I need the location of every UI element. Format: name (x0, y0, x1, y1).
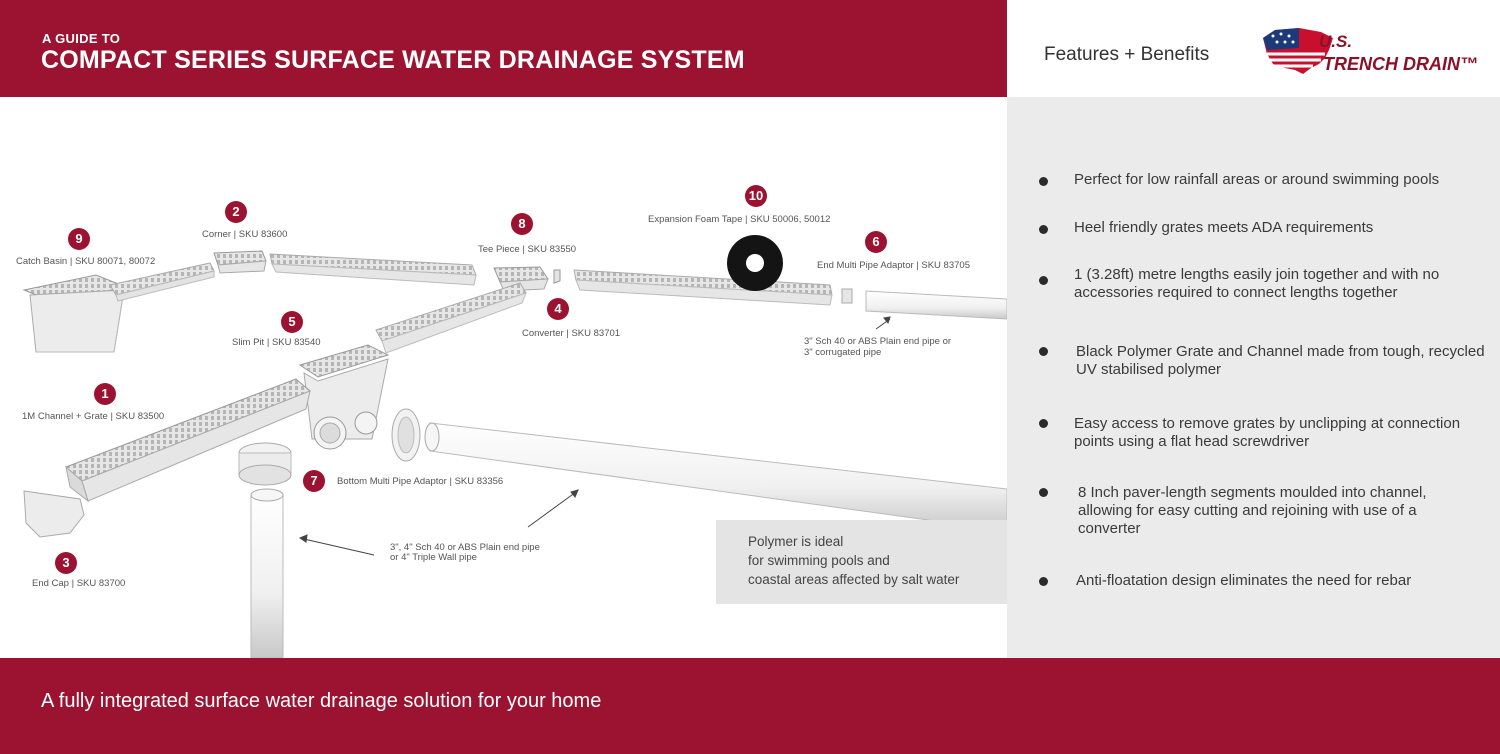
expansion-foam-tape (727, 235, 783, 291)
feature-text: 8 Inch paver-length segments moulded int… (1078, 484, 1427, 537)
end-pipe-note-line2: 3" corrugated pipe (804, 347, 882, 358)
feature-text: Black Polymer Grate and Channel made fro… (1076, 343, 1485, 378)
callout-number-1: 1 (94, 383, 116, 405)
callout-number-4: 4 (547, 298, 569, 320)
channel-tee-end (573, 269, 833, 306)
catch-basin (22, 274, 128, 353)
callout-number-8: 8 (511, 213, 533, 235)
features-panel: Perfect for low rainfall areas or around… (1007, 97, 1500, 658)
callout-label-end-adaptor: End Multi Pipe Adaptor | SKU 83705 (817, 260, 970, 271)
callout-number-3: 3 (55, 552, 77, 574)
us-map-flag-icon (1263, 28, 1333, 74)
footer-tagline: A fully integrated surface water drainag… (41, 690, 602, 712)
features-header: Features + Benefits U.S. TRENCH DRAIN™ (1007, 0, 1500, 97)
exploded-view-illustration (22, 235, 1007, 658)
callout-label-end-cap: End Cap | SKU 83700 (32, 578, 126, 589)
drainage-system-diagram: 1 1M Channel + Grate | SKU 83500 2 Corne… (0, 97, 1007, 658)
callout-label-converter: Converter | SKU 83701 (522, 328, 621, 339)
callout-label-slim-pit: Slim Pit | SKU 83540 (232, 337, 321, 348)
main-channel-grate (65, 378, 311, 503)
callout-number-9: 9 (68, 228, 90, 250)
channel-tee-pit (375, 282, 527, 354)
callout-label-bottom-adaptor: Bottom Multi Pipe Adaptor | SKU 83356 (337, 476, 504, 487)
polymer-note-line3: coastal areas affected by salt water (748, 572, 960, 587)
channel-corner-tee (269, 253, 477, 286)
feature-text: Easy access to remove grates by unclippi… (1074, 415, 1461, 450)
converter-piece (553, 269, 561, 284)
header-banner: A GUIDE TO COMPACT SERIES SURFACE WATER … (0, 0, 1007, 97)
footer-banner: A fully integrated surface water drainag… (0, 658, 1500, 754)
pipe-coupler (391, 408, 421, 462)
feature-text: Anti-floatation design eliminates the ne… (1076, 572, 1412, 589)
feature-text: Heel friendly grates meets ADA requireme… (1074, 219, 1374, 236)
bullet-icon (1039, 225, 1048, 234)
pointer-arrows (298, 316, 891, 556)
callout-label-catch-basin: Catch Basin | SKU 80071, 80072 (16, 256, 156, 267)
slim-pit (298, 344, 390, 450)
logo-text-trench-drain: TRENCH DRAIN™ (1323, 54, 1478, 74)
callout-label-tee: Tee Piece | SKU 83550 (478, 244, 577, 255)
bottom-multi-pipe-adaptor (238, 442, 292, 486)
bottom-pipe-note-line1: 3", 4" Sch 40 or ABS Plain end pipe (390, 542, 540, 553)
callout-number-10: 10 (745, 185, 767, 207)
callout-number-6: 6 (865, 231, 887, 253)
vertical-pipe (250, 488, 284, 658)
bullet-icon (1039, 488, 1048, 497)
end-cap (23, 490, 85, 538)
bullet-icon (1039, 419, 1048, 428)
bullet-icon (1039, 577, 1048, 586)
channel-basin-corner (109, 262, 215, 302)
callout-label-foam-tape: Expansion Foam Tape | SKU 50006, 50012 (648, 214, 831, 225)
corner-piece (213, 250, 267, 274)
feature-text: Perfect for low rainfall areas or around… (1074, 171, 1440, 188)
bottom-pipe-note-line2: or 4" Triple Wall pipe (390, 552, 477, 563)
callout-number-2: 2 (225, 201, 247, 223)
tee-piece (493, 266, 549, 292)
polymer-note-box: Polymer is ideal for swimming pools and … (716, 520, 1007, 604)
bullet-icon (1039, 347, 1048, 356)
features-title: Features + Benefits (1044, 44, 1210, 65)
callout-number-5: 5 (281, 311, 303, 333)
polymer-note-line2: for swimming pools and (748, 553, 890, 568)
callout-number-7: 7 (303, 470, 325, 492)
end-multi-pipe-adaptor (841, 288, 853, 304)
callout-label-corner: Corner | SKU 83600 (202, 229, 288, 240)
bullet-icon (1039, 177, 1048, 186)
logo-text-us: U.S. (1319, 32, 1353, 51)
page-title: COMPACT SERIES SURFACE WATER DRAINAGE SY… (41, 46, 745, 74)
brand-logo: U.S. TRENCH DRAIN™ (1259, 24, 1479, 84)
callout-label-channel: 1M Channel + Grate | SKU 83500 (22, 411, 165, 422)
end-pipe-note-line1: 3" Sch 40 or ABS Plain end pipe or (804, 336, 952, 347)
polymer-note-line1: Polymer is ideal (748, 534, 844, 549)
long-horizontal-pipe (424, 422, 1007, 532)
feature-text: 1 (3.28ft) metre lengths easily join tog… (1074, 266, 1440, 301)
end-pipe (865, 290, 1007, 320)
bullet-icon (1039, 276, 1048, 285)
guide-label: A GUIDE TO (42, 31, 121, 46)
